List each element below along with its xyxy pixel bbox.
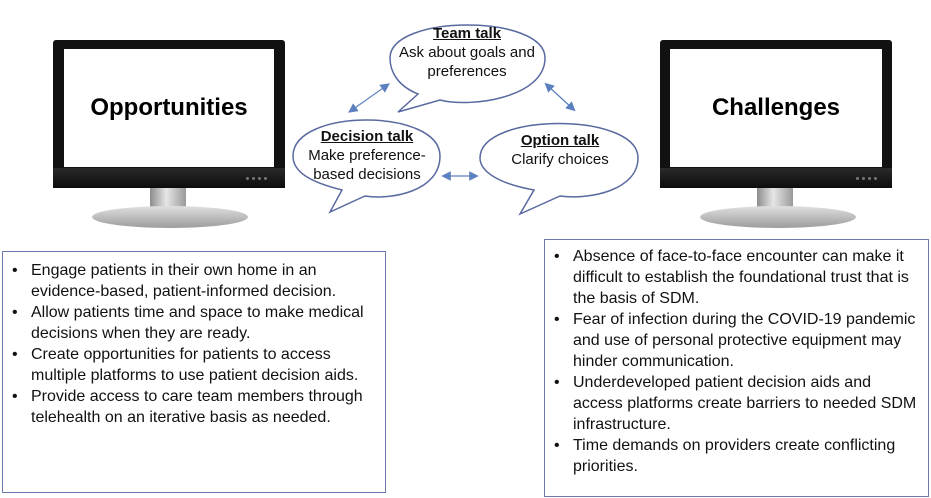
arrow-team-option [544, 82, 576, 112]
option-talk-text: Clarify choices [511, 151, 609, 168]
opportunities-list: •Engage patients in their own home in an… [7, 260, 379, 428]
list-item: •Allow patients time and space to make m… [12, 304, 364, 342]
decision-talk-text: Make preference-based decisions [308, 147, 426, 183]
decision-talk-bubble [292, 119, 441, 214]
challenges-title: Challenges [711, 94, 841, 121]
opportunities-title: Opportunities [90, 94, 248, 121]
list-item: •Fear of infection during the COVID-19 p… [554, 311, 916, 370]
opportunities-box: •Engage patients in their own home in an… [2, 251, 386, 493]
team-talk-title: Team talk [432, 25, 502, 42]
option-talk-title: Option talk [520, 132, 600, 149]
list-item: •Engage patients in their own home in an… [12, 262, 337, 300]
decision-talk-title: Decision talk [320, 128, 414, 145]
list-item: •Underdeveloped patient decision aids an… [554, 374, 917, 433]
list-item: •Absence of face-to-face encounter can m… [554, 248, 909, 307]
list-item: •Provide access to care team members thr… [12, 388, 363, 426]
option-talk-label: Option talk Clarify choices [490, 131, 630, 169]
challenges-box: •Absence of face-to-face encounter can m… [544, 239, 929, 497]
team-talk-label: Team talk Ask about goals and preference… [392, 24, 542, 81]
team-talk-text: Ask about goals and preferences [399, 44, 535, 80]
list-item: •Time demands on providers create confli… [554, 437, 896, 475]
list-item: •Create opportunities for patients to ac… [12, 346, 359, 384]
team-talk-bubble [389, 24, 546, 113]
challenges-list: •Absence of face-to-face encounter can m… [549, 246, 924, 477]
decision-talk-label: Decision talk Make preference-based deci… [298, 127, 436, 184]
option-talk-bubble [479, 122, 639, 216]
arrow-team-decision [348, 83, 390, 113]
